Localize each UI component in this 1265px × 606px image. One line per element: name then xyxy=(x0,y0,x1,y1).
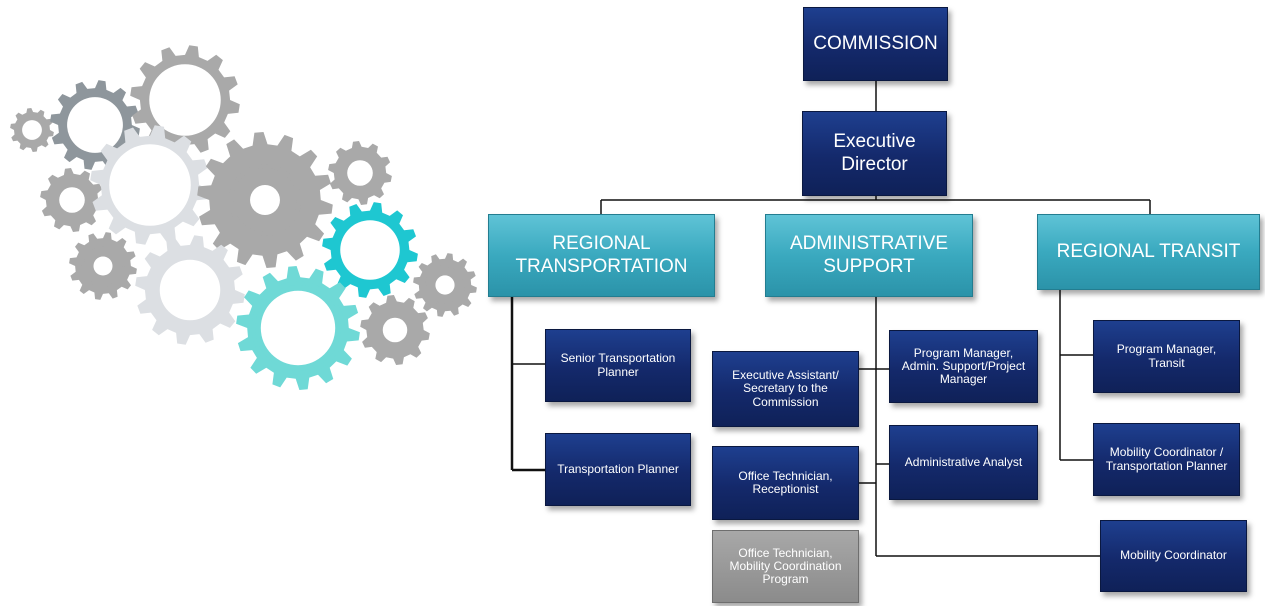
office-technician-mobility-box: Office Technician, Mobility Coordination… xyxy=(712,530,859,603)
gear-large-icon xyxy=(197,132,333,268)
administrative-analyst-box: Administrative Analyst xyxy=(889,425,1038,500)
mobility-coordinator-box: Mobility Coordinator xyxy=(1100,520,1247,592)
gear-small-icon xyxy=(10,108,54,152)
transportation-planner-box: Transportation Planner xyxy=(545,433,691,506)
gear-center-light-icon xyxy=(90,125,210,245)
gear-dark-icon xyxy=(50,80,140,170)
commission-box: COMMISSION xyxy=(803,7,948,81)
mobility-coordinator-planner-box: Mobility Coordinator / Transportation Pl… xyxy=(1093,423,1240,496)
executive-assistant-box: Executive Assistant/ Secretary to the Co… xyxy=(712,351,859,427)
gear-teal-icon xyxy=(322,202,418,298)
gear-bottom-right-icon xyxy=(360,295,430,365)
gears-illustration xyxy=(10,45,477,390)
gear-right-icon xyxy=(413,253,477,317)
regional-transportation-box: REGIONAL TRANSPORTATION xyxy=(488,214,715,297)
gear-bottom-light-icon xyxy=(135,235,245,345)
program-manager-transit-box: Program Manager, Transit xyxy=(1093,320,1240,393)
gear-light-teal-icon xyxy=(236,266,360,390)
executive-director-box: Executive Director xyxy=(802,111,947,196)
program-manager-admin-box: Program Manager, Admin. Support/Project … xyxy=(889,330,1038,403)
office-technician-receptionist-box: Office Technician, Receptionist xyxy=(712,446,859,520)
senior-transportation-planner-box: Senior Transportation Planner xyxy=(545,329,691,402)
gear-left-icon xyxy=(40,168,104,232)
administrative-support-box: ADMINISTRATIVE SUPPORT xyxy=(765,214,973,297)
gear-bottom-left-icon xyxy=(69,232,137,300)
regional-transit-box: REGIONAL TRANSIT xyxy=(1037,214,1260,290)
gear-right-small-icon xyxy=(328,141,392,205)
